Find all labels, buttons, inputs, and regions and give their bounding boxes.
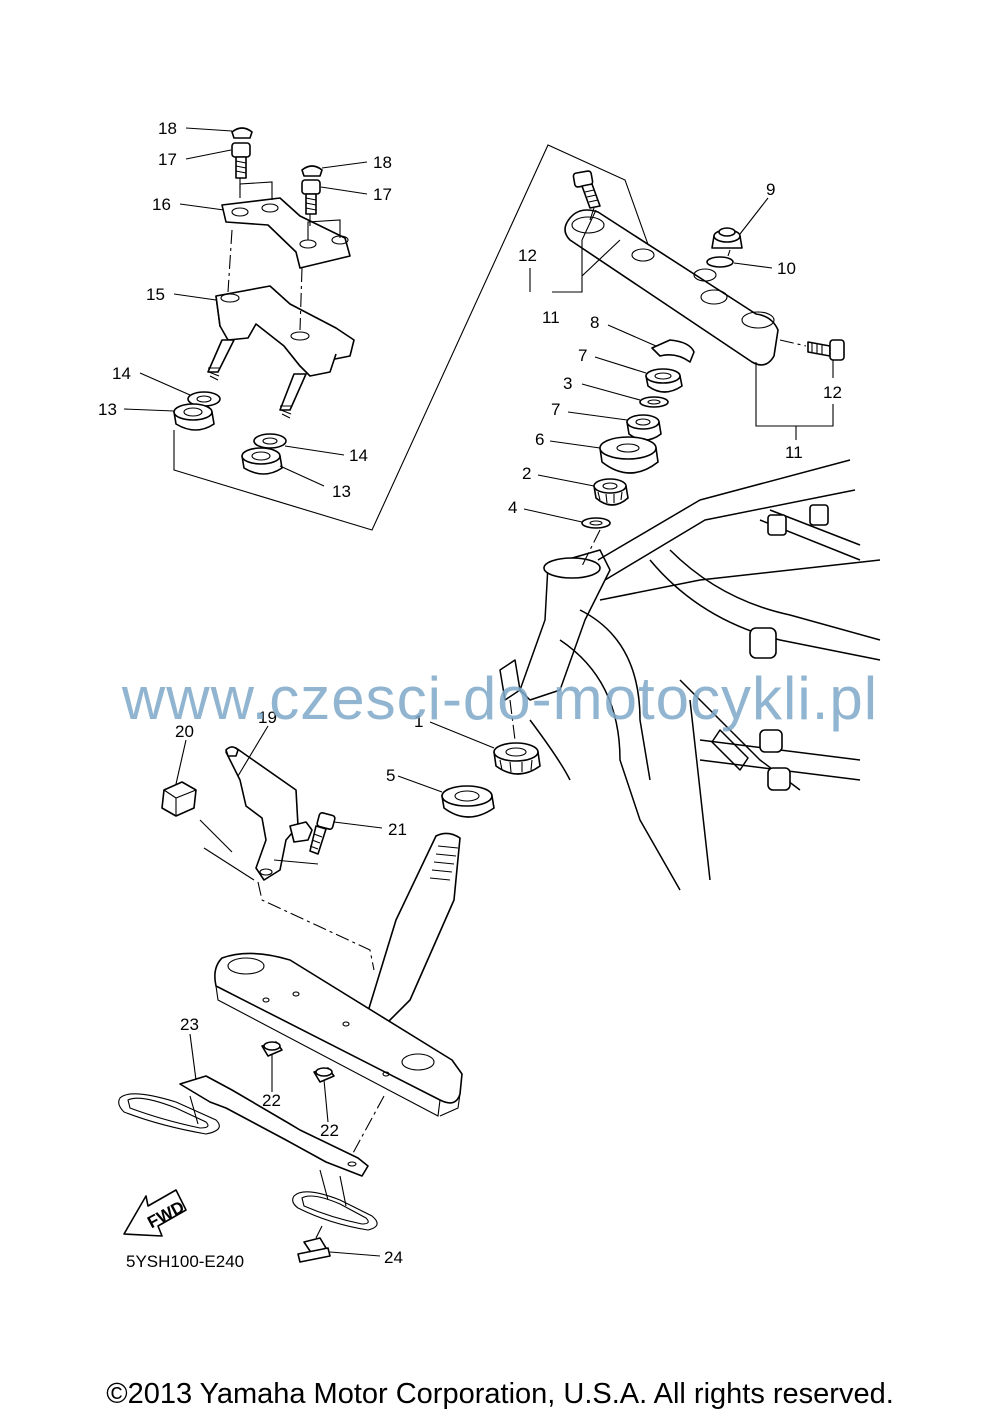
upper-bracket-group: [564, 170, 845, 366]
bolt-17-upper: [231, 142, 251, 179]
callout-4: 4: [508, 498, 517, 517]
callout-3: 3: [563, 374, 572, 393]
callout-14: 14: [112, 364, 131, 383]
callout-7: 7: [578, 346, 587, 365]
callout-1: 1: [414, 712, 423, 731]
rubber-block-20: [161, 781, 197, 817]
steering-head-stack: [581, 339, 695, 567]
callout-7: 7: [551, 400, 560, 419]
cable-guide-23: [118, 1075, 378, 1231]
callout-11: 11: [785, 443, 803, 462]
lower-bracket: [214, 952, 463, 1104]
callout-18: 18: [373, 153, 392, 172]
callout-24: 24: [384, 1248, 403, 1267]
handlebar-holder-group: [173, 127, 651, 531]
lower-bearing-group: [441, 699, 541, 818]
washer-10: [706, 256, 734, 268]
steering-stem: [365, 832, 461, 1025]
callout-20: 20: [175, 722, 194, 741]
nut-22-right: [313, 1067, 335, 1083]
damper-13-lower: [241, 447, 283, 475]
steering-stem-group: [214, 832, 463, 1167]
callout-14: 14: [349, 446, 368, 465]
callout-5: 5: [386, 766, 395, 785]
bearing-1: [493, 742, 541, 775]
callout-16: 16: [152, 195, 171, 214]
dust-seal-5: [441, 785, 495, 818]
lower-handlebar-holder-15: [207, 285, 355, 419]
callout-17: 17: [158, 150, 177, 169]
callout-9: 9: [766, 180, 775, 199]
motorcycle-frame: [499, 459, 881, 891]
upper-bracket-11: [564, 209, 779, 366]
nut-9: [711, 227, 743, 249]
callout-15: 15: [146, 285, 165, 304]
bolt-12-lower: [807, 339, 845, 361]
copyright-notice: ©2013 Yamaha Motor Corporation, U.S.A. A…: [106, 1378, 894, 1410]
callout-8: 8: [590, 313, 599, 332]
callout-11: 11: [542, 308, 560, 327]
callout-numbers: 18 17 18 17 16 15 14 13 14 13 9 10 12 11…: [98, 119, 842, 1267]
callout-2: 2: [522, 464, 531, 483]
bolt-21: [309, 812, 336, 855]
callout-19: 19: [258, 708, 277, 727]
callout-23: 23: [180, 1015, 199, 1034]
nut-22-left: [261, 1041, 283, 1057]
cap-18-lower: [301, 165, 323, 177]
bearing-2: [593, 478, 629, 506]
bracket-19-group: [161, 746, 375, 971]
bolt-12-upper: [572, 170, 601, 209]
callout-22: 22: [320, 1121, 339, 1140]
upper-handlebar-holder-16: [221, 181, 351, 269]
bearing-cover-6: [599, 436, 659, 474]
website-watermark: www.czesci-do-motocykli.pl: [121, 665, 879, 732]
forward-arrow-icon: FWD: [123, 1189, 187, 1237]
callout-21: 21: [388, 820, 407, 839]
callout-22: 22: [262, 1091, 281, 1110]
callout-13: 13: [332, 482, 351, 501]
cap-18-upper: [231, 127, 253, 139]
callout-17: 17: [373, 185, 392, 204]
callout-13: 13: [98, 400, 117, 419]
damper-13-upper: [173, 403, 215, 431]
washer-4: [581, 517, 611, 529]
leader-lines: [123, 127, 834, 1257]
callout-18: 18: [158, 119, 177, 138]
bolt-24: [297, 1225, 331, 1263]
bracket-19: [225, 747, 299, 881]
bolt-17-lower: [301, 179, 321, 215]
washer-3: [639, 396, 669, 408]
ring-nut-7-upper: [645, 368, 683, 393]
callout-12: 12: [823, 383, 842, 402]
ring-nut-7-lower: [626, 414, 662, 441]
callout-10: 10: [777, 259, 796, 278]
callout-6: 6: [535, 430, 544, 449]
diagram-code: 5YSH100-E240: [126, 1252, 245, 1271]
washer-14-lower: [253, 433, 287, 449]
callout-12: 12: [518, 246, 537, 265]
lock-washer-8: [651, 339, 695, 363]
